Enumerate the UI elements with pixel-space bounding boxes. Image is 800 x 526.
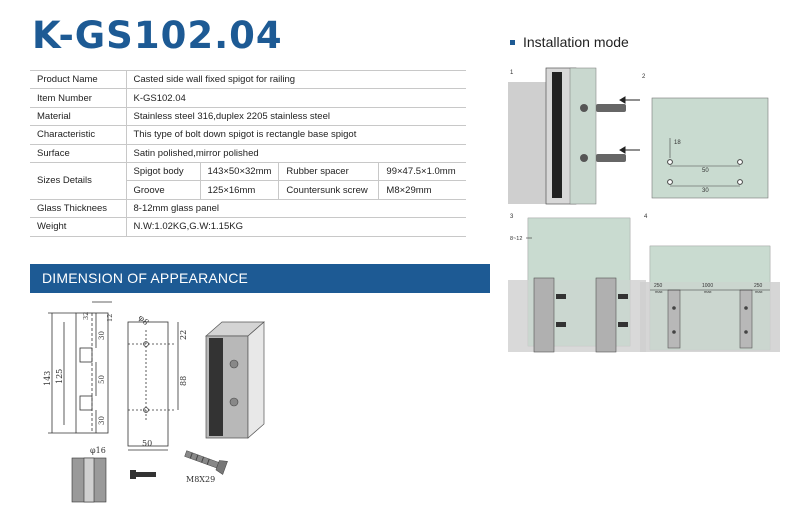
dim-50-width: 50	[142, 439, 152, 448]
installation-title: Installation mode	[510, 34, 629, 50]
screw-icon: M8X29	[184, 450, 228, 484]
gap-middle: 1000	[702, 283, 713, 289]
step-number-1: 1	[510, 70, 514, 76]
size-label: Rubber spacer	[278, 162, 380, 182]
step-number-3: 3	[510, 214, 514, 220]
spec-label: Glass Thicknees	[30, 199, 127, 219]
spigot-3d-illustration	[205, 321, 265, 439]
spec-value: Casted side wall fixed spigot for railin…	[126, 69, 466, 90]
dim-22: 22	[179, 330, 188, 340]
size-label: Spigot body	[126, 162, 201, 182]
gap-left-max: max	[655, 289, 663, 294]
size-label: Groove	[126, 180, 201, 200]
table-row: Item Number K-GS102.04	[30, 88, 466, 108]
dim-30-bottom: 30	[98, 416, 106, 425]
dim-88: 88	[179, 376, 188, 386]
dim-phi8: φ8	[137, 313, 151, 327]
size-label: Countersunk screw	[278, 180, 380, 200]
gap-right-max: max	[755, 289, 763, 294]
gap-right: 250	[754, 283, 763, 289]
gap-middle-max: max	[704, 289, 712, 294]
bullet-icon	[510, 39, 515, 45]
spec-label: Characteristic	[30, 125, 127, 145]
dim-125: 125	[55, 369, 64, 384]
dim-32: 32	[82, 312, 90, 320]
spec-value: Satin polished,mirror polished	[126, 144, 466, 163]
size-value: M8×29mm	[378, 180, 466, 200]
step-number-2: 2	[642, 74, 646, 80]
product-title: K-GS102.04	[32, 14, 283, 57]
step-number-4: 4	[644, 214, 648, 220]
dimension-header-bar: DIMENSION OF APPEARANCE	[30, 264, 490, 293]
install-step-4: 250 max 1000 max 250 max 4	[640, 214, 780, 352]
spec-label: Weight	[30, 217, 127, 237]
installation-title-text: Installation mode	[523, 34, 629, 50]
table-row: Groove 125×16mm Countersunk screw M8×29m…	[30, 180, 466, 200]
spec-value: 8-12mm glass panel	[126, 199, 466, 219]
dim-12: 12	[106, 314, 114, 322]
hole-diameter: 18	[674, 140, 681, 146]
front-view-drawing: φ8 22 88 50	[127, 313, 188, 479]
spec-label: Surface	[30, 144, 127, 163]
spec-value: K-GS102.04	[126, 88, 466, 108]
table-row: Product Name Casted side wall fixed spig…	[30, 69, 466, 90]
table-row: Characteristic This type of bolt down sp…	[30, 125, 466, 145]
glass-thickness-range: 8~12	[510, 236, 522, 242]
install-step-2: 18 50 30 2	[642, 74, 769, 199]
spec-label: Item Number	[30, 88, 127, 108]
dim-50: 50	[98, 375, 106, 384]
dim-143: 143	[43, 371, 52, 386]
spec-value: This type of bolt down spigot is rectang…	[126, 125, 466, 145]
install-step-3: 8~12 3	[508, 214, 646, 353]
size-value: 143×50×32mm	[200, 162, 280, 182]
table-row: Material Stainless steel 316,duplex 2205…	[30, 107, 466, 127]
table-row: Weight N.W:1.02KG,G.W:1.15KG	[30, 217, 466, 237]
spec-value: N.W:1.02KG,G.W:1.15KG	[126, 217, 466, 237]
size-value: 125×16mm	[200, 180, 280, 200]
table-row: Sizes Details Spigot body 143×50×32mm Ru…	[30, 162, 466, 200]
install-step-1: 1	[508, 67, 640, 205]
dim-30-top: 30	[98, 331, 106, 340]
spec-label: Product Name	[30, 69, 127, 90]
table-row: Surface Satin polished,mirror polished	[30, 144, 466, 163]
screw-label: M8X29	[186, 475, 215, 484]
table-row: Glass Thicknees 8-12mm glass panel	[30, 199, 466, 219]
hole-spacing-30: 30	[702, 188, 709, 194]
spec-table: Product Name Casted side wall fixed spig…	[30, 69, 466, 237]
size-value: 99×47.5×1.0mm	[378, 162, 466, 182]
dimension-header: DIMENSION OF APPEARANCE	[42, 270, 249, 286]
spec-value: Stainless steel 316,duplex 2205 stainles…	[126, 107, 466, 127]
spec-label: Sizes Details	[30, 162, 127, 200]
spec-label: Material	[30, 107, 127, 127]
side-view-drawing: 143 125 32 12 30 50 30 φ16	[43, 301, 114, 503]
dim-phi16: φ16	[90, 446, 106, 455]
hole-spacing-50: 50	[702, 168, 709, 174]
gap-left: 250	[654, 283, 663, 289]
